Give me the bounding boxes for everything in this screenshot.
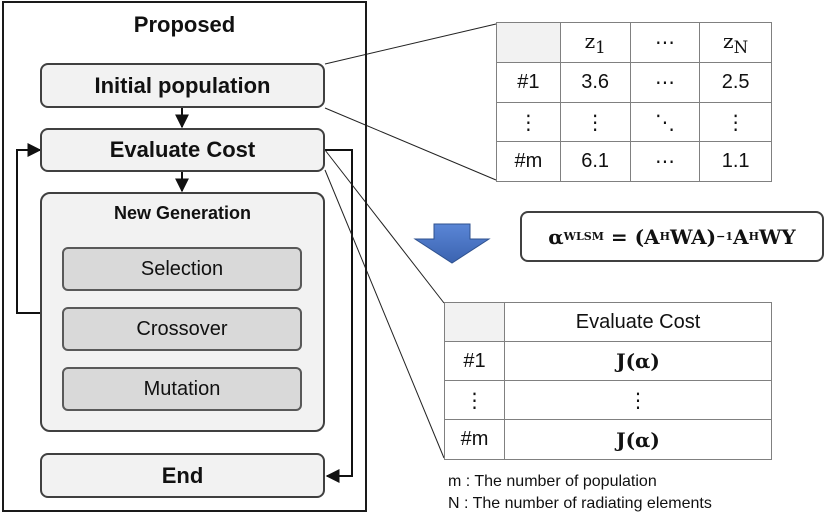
table-cell: 6.1: [559, 141, 631, 182]
table-cell: ⋱: [629, 102, 701, 142]
selection-box: Selection: [62, 247, 302, 291]
table-row: #m J(α): [444, 419, 772, 460]
blue-down-arrow: [413, 223, 491, 264]
callout-line-cost-top: [324, 149, 445, 304]
table-row: #1 J(α): [444, 341, 772, 381]
row-label: #1: [444, 341, 505, 381]
formula-alpha-subscript: WLSM: [563, 230, 604, 243]
mutation-box: Mutation: [62, 367, 302, 411]
header-corner-cell: [444, 302, 505, 342]
table-row: ⋮ ⋮ ⋱ ⋮: [496, 102, 772, 142]
arrow-evaluate-to-end: [325, 149, 353, 483]
header-cell-z1: z1: [559, 22, 631, 63]
crossover-box: Crossover: [62, 307, 302, 351]
table-cell: 1.1: [699, 141, 772, 182]
table-cell: ⋯: [629, 141, 701, 182]
end-box: End: [40, 453, 325, 498]
table-header-row: Evaluate Cost: [444, 302, 772, 342]
table-cell: J(α): [504, 341, 772, 381]
formula-a2-sup: H: [748, 230, 759, 243]
formula-wy: WY: [758, 224, 796, 249]
table-cell: ⋮: [559, 102, 631, 142]
table-cell: 3.6: [559, 62, 631, 103]
table-row: #m 6.1 ⋯ 1.1: [496, 141, 772, 182]
loop-arrow-left: [16, 143, 42, 314]
row-label: #m: [496, 141, 561, 182]
row-label: #1: [496, 62, 561, 103]
row-label: ⋮: [496, 102, 561, 142]
header-corner-cell: [496, 22, 561, 63]
formula-a1-sup: H: [659, 230, 670, 243]
callout-line-pop-top: [324, 23, 497, 65]
evaluate-cost-box: Evaluate Cost: [40, 128, 325, 172]
header-cell-evaluate-cost: Evaluate Cost: [504, 302, 772, 342]
flow-title: Proposed: [133, 12, 236, 37]
cost-table: Evaluate Cost #1 J(α) ⋮ ⋮ #m J(α): [444, 302, 772, 460]
table-cell: 2.5: [699, 62, 772, 103]
formula-wa: WA): [669, 224, 717, 249]
callout-line-cost-bottom: [324, 169, 445, 459]
row-label: ⋮: [444, 380, 505, 420]
table-row: ⋮ ⋮: [444, 380, 772, 420]
formula-inverse: −1: [716, 230, 734, 243]
table-cell: ⋮: [699, 102, 772, 142]
formula-alpha: α: [548, 224, 564, 249]
table-cell: ⋮: [504, 380, 772, 420]
formula-a1: A: [644, 224, 660, 249]
header-cell-zN: zN: [699, 22, 772, 63]
callout-line-pop-bottom: [324, 107, 497, 181]
proposed-frame: [2, 1, 367, 512]
table-cell: ⋯: [629, 62, 701, 103]
legend-m: m : The number of population: [448, 473, 657, 490]
legend-n: N : The number of radiating elements: [448, 495, 712, 512]
initial-population-box: Initial population: [40, 63, 325, 108]
table-row: #1 3.6 ⋯ 2.5: [496, 62, 772, 103]
header-cell-ellipsis: ⋯: [629, 22, 701, 63]
row-label: #m: [444, 419, 505, 460]
population-table: z1 ⋯ zN #1 3.6 ⋯ 2.5 ⋮ ⋮ ⋱ ⋮ #m 6.1 ⋯ 1.…: [496, 22, 772, 182]
table-header-row: z1 ⋯ zN: [496, 22, 772, 63]
table-cell: J(α): [504, 419, 772, 460]
new-generation-title: New Generation: [113, 203, 252, 223]
formula-a2: A: [733, 224, 749, 249]
formula-equals: = (: [603, 224, 645, 249]
